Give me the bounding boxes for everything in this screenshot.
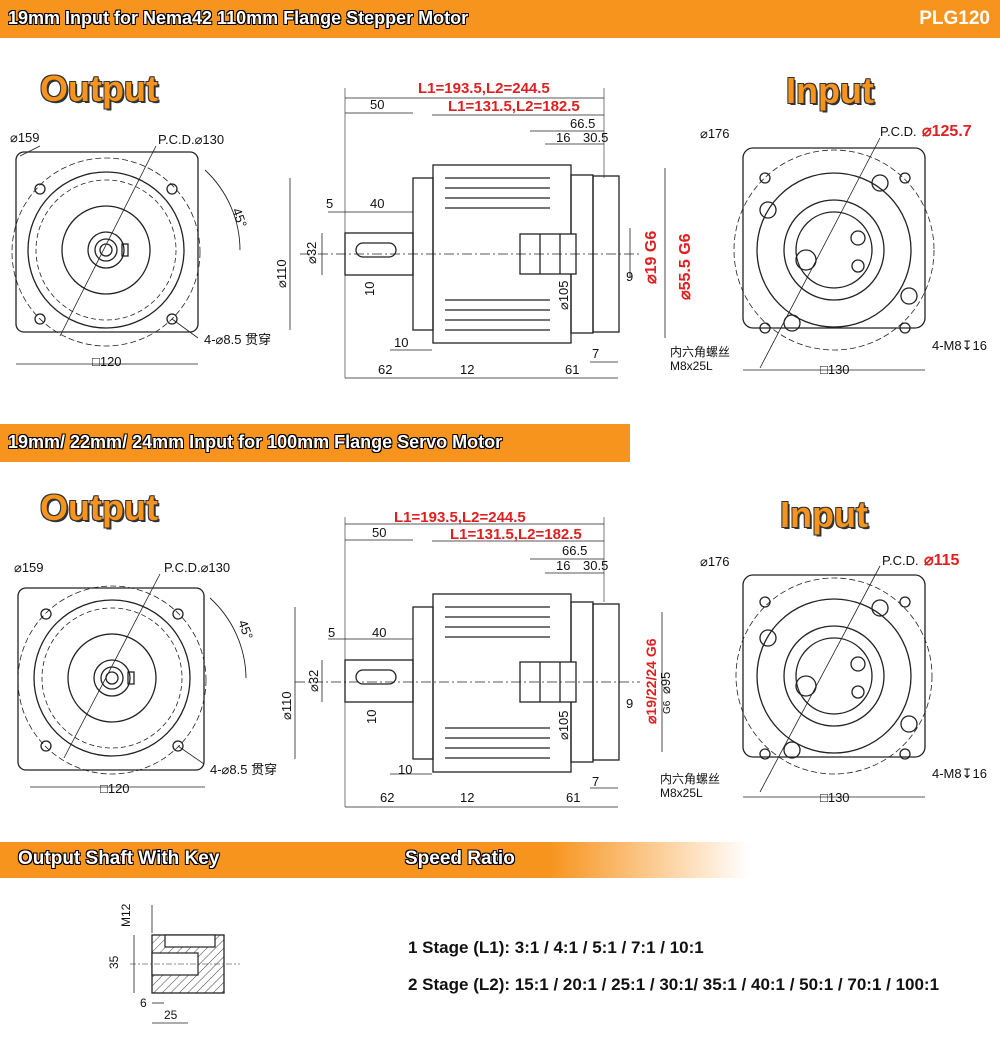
dim-10a: 10 — [362, 282, 377, 296]
spigot-dim: ⌀55.5 G6 — [677, 233, 694, 300]
dim-50-2: 50 — [372, 525, 386, 540]
input-heading-1: Input — [786, 70, 874, 111]
dim-9: 9 — [626, 269, 633, 284]
l-body-dim-2: L1=131.5,L2=182.5 — [450, 526, 582, 543]
section2-drawing: L1=193.5,L2=244.5 L1=131.5,L2=182.5 50 6… — [14, 509, 987, 808]
in-square-label-2: □130 — [820, 790, 850, 805]
shaft-m12: M12 — [119, 903, 133, 927]
dim-50: 50 — [370, 97, 384, 112]
screw-spec: M8x25L — [670, 359, 713, 373]
in-dia-label: ⌀176 — [700, 126, 730, 141]
dim-110: ⌀110 — [274, 259, 289, 288]
input-front-view-2 — [735, 565, 933, 798]
dim-62: 62 — [378, 362, 392, 377]
dim-110-2: ⌀110 — [279, 691, 294, 720]
dim-7-2: 7 — [592, 774, 599, 789]
l-total-dim: L1=193.5,L2=244.5 — [418, 80, 550, 97]
dim-7: 7 — [592, 346, 599, 361]
dim-66-2: 66.5 — [562, 543, 587, 558]
bore-dim: ⌀19 G6 — [643, 231, 660, 284]
out-angle-label-2: 45° — [235, 618, 256, 642]
screw-cn-2: 内六角螺丝 — [660, 772, 720, 786]
ratio-stage-1: 1 Stage (L1): 3:1 / 4:1 / 5:1 / 7:1 / 10… — [408, 938, 704, 957]
dim-61: 61 — [565, 362, 579, 377]
output-heading-1: Output — [40, 68, 158, 109]
in-pcd-value-2: ⌀115 — [924, 552, 960, 569]
out-square-label-2: □120 — [100, 781, 130, 796]
out-holes-label-2: 4-⌀8.5 贯穿 — [210, 762, 277, 777]
ratio-stage-2: 2 Stage (L2): 15:1 / 20:1 / 25:1 / 30:1/… — [408, 975, 940, 994]
side-view-1 — [289, 88, 666, 379]
dim-5: 5 — [326, 196, 333, 211]
spigot-tol-2: G6 — [662, 700, 673, 714]
dim-32-2: ⌀32 — [306, 670, 321, 692]
bore-dim-2: ⌀19/22/24 G6 — [643, 638, 659, 724]
dim-40: 40 — [370, 196, 384, 211]
output-front-view-1 — [11, 145, 241, 365]
out-dia-label-2: ⌀159 — [14, 560, 44, 575]
screw-cn: 内六角螺丝 — [670, 345, 730, 359]
dim-5-2: 5 — [328, 625, 335, 640]
section1-title: 19mm Input for Nema42 110mm Flange Stepp… — [8, 8, 469, 28]
l-body-dim: L1=131.5,L2=182.5 — [448, 98, 580, 115]
in-pcd-value: ⌀125.7 — [922, 123, 972, 140]
dim-32: ⌀32 — [304, 242, 319, 264]
dim-30-2: 30.5 — [583, 558, 608, 573]
spigot-dim-2: ⌀95 — [658, 672, 673, 694]
input-front-view-1 — [733, 137, 935, 371]
l-total-dim-2: L1=193.5,L2=244.5 — [394, 509, 526, 526]
dim-10b-2: 10 — [398, 762, 412, 777]
out-angle-label: 45° — [229, 206, 250, 230]
out-holes-label: 4-⌀8.5 贯穿 — [204, 332, 271, 347]
dim-66: 66.5 — [570, 116, 595, 131]
dim-12-2: 12 — [460, 790, 474, 805]
in-tap-label: 4-M8↧16 — [932, 338, 987, 353]
dim-16-2: 16 — [556, 558, 570, 573]
out-pcd-label-2: P.C.D.⌀130 — [164, 560, 230, 575]
out-pcd-label: P.C.D.⌀130 — [158, 132, 224, 147]
dim-40-2: 40 — [372, 625, 386, 640]
dim-105: ⌀105 — [556, 280, 571, 310]
output-front-view-2 — [17, 573, 247, 788]
dim-10a-2: 10 — [364, 710, 379, 724]
out-dia-label: ⌀159 — [10, 130, 40, 145]
shaft-title: Output Shaft With Key — [18, 848, 220, 869]
shaft-key-drawing: M12 35 6 25 — [107, 903, 240, 1024]
out-square-label: □120 — [92, 354, 122, 369]
dim-16: 16 — [556, 130, 570, 145]
dim-30: 30.5 — [583, 130, 608, 145]
section1-drawing: L1=193.5,L2=244.5 L1=131.5,L2=182.5 50 6… — [10, 80, 987, 379]
in-pcd-prefix: P.C.D. — [880, 124, 917, 139]
dim-12: 12 — [460, 362, 474, 377]
section3-banner: Output Shaft With Key Speed Ratio — [0, 842, 1000, 878]
dim-62-2: 62 — [380, 790, 394, 805]
shaft-d6: 6 — [140, 996, 147, 1010]
section2-title: 19mm/ 22mm/ 24mm Input for 100mm Flange … — [8, 432, 503, 452]
shaft-d35: 35 — [107, 955, 121, 969]
in-pcd-prefix-2: P.C.D. — [882, 553, 919, 568]
in-dia-label-2: ⌀176 — [700, 554, 730, 569]
section2-banner: 19mm/ 22mm/ 24mm Input for 100mm Flange … — [0, 424, 630, 462]
dim-9-2: 9 — [626, 696, 633, 711]
dim-10b: 10 — [394, 335, 408, 350]
side-view-2 — [294, 517, 663, 808]
input-heading-2: Input — [780, 494, 868, 535]
section1-banner: 19mm Input for Nema42 110mm Flange Stepp… — [0, 0, 1000, 38]
output-heading-2: Output — [40, 487, 158, 528]
in-square-label: □130 — [820, 362, 850, 377]
dim-105-2: ⌀105 — [556, 710, 571, 740]
ratio-title: Speed Ratio — [405, 848, 515, 869]
shaft-d25: 25 — [164, 1008, 178, 1022]
model-label: PLG120 — [919, 8, 990, 29]
dim-61-2: 61 — [566, 790, 580, 805]
in-tap-label-2: 4-M8↧16 — [932, 766, 987, 781]
screw-spec-2: M8x25L — [660, 786, 703, 800]
